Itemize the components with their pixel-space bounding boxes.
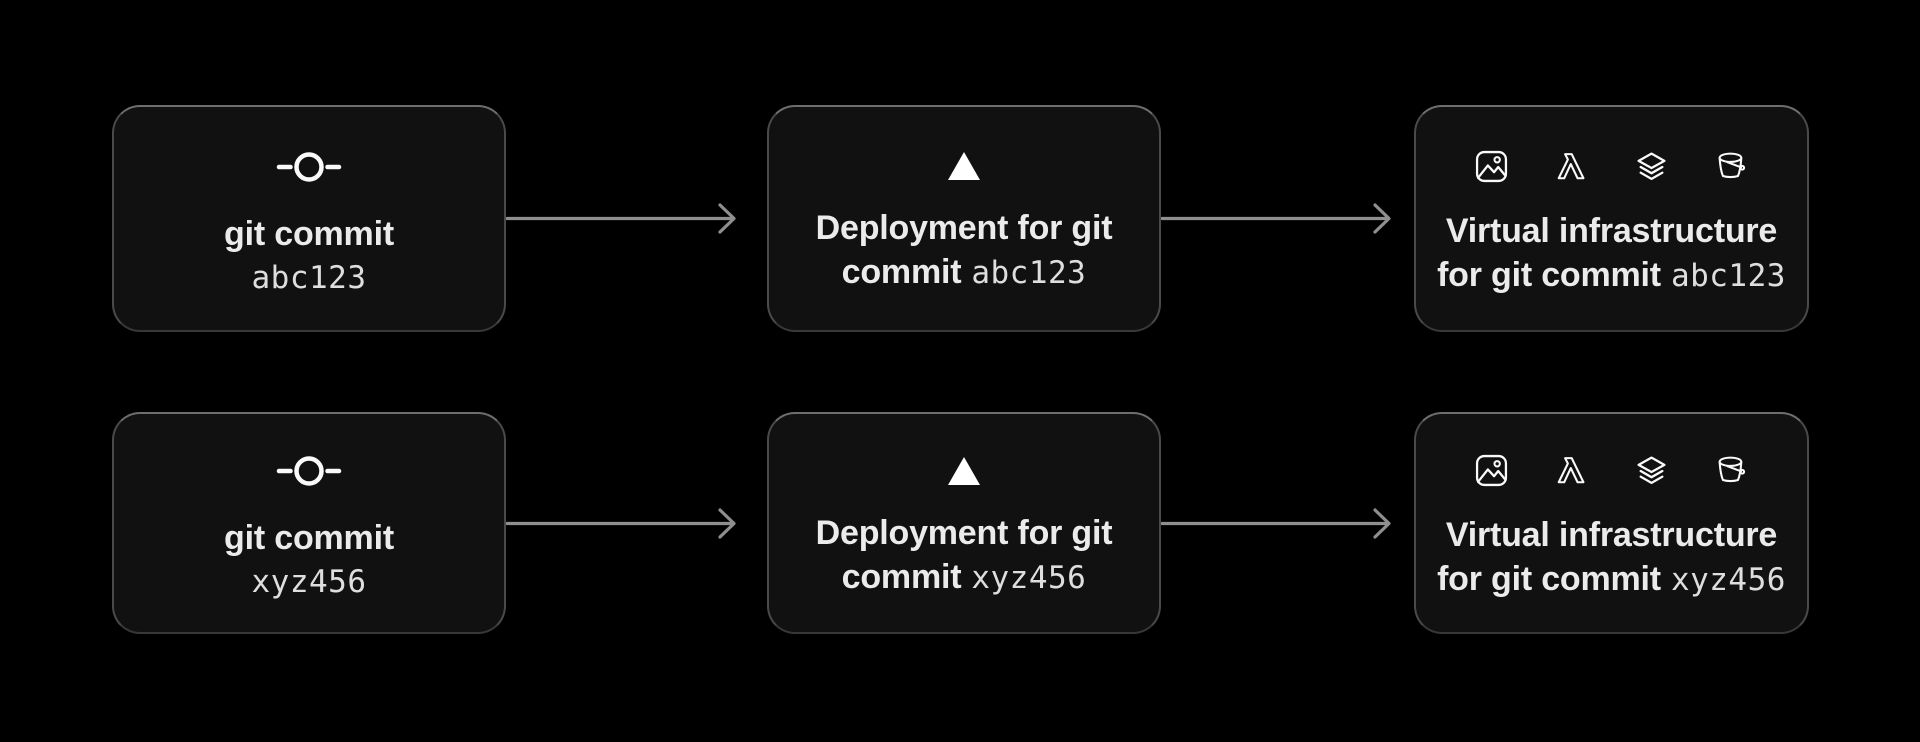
commit-node: git commit abc123 bbox=[112, 105, 506, 332]
infrastructure-title-line2: for git commit bbox=[1437, 560, 1661, 598]
infrastructure-node: Virtual infrastructure for git commit ab… bbox=[1414, 105, 1809, 332]
deployment-node-label: Deployment for git commit xyz456 bbox=[816, 511, 1113, 600]
deployment-title-line2: commit bbox=[841, 253, 962, 291]
deployment-hash: xyz456 bbox=[971, 559, 1087, 596]
vercel-triangle-icon bbox=[948, 152, 980, 180]
deployment-node-icons bbox=[948, 152, 980, 180]
flow-arrow bbox=[1161, 203, 1391, 234]
flow-arrow bbox=[506, 203, 736, 234]
deployment-title-line1: Deployment for git bbox=[815, 209, 1113, 247]
bucket-icon bbox=[1718, 456, 1746, 483]
deployment-node: Deployment for git commit abc123 bbox=[767, 105, 1161, 332]
layers-icon bbox=[1637, 456, 1666, 485]
image-icon bbox=[1475, 150, 1508, 182]
git-commit-icon bbox=[276, 456, 342, 486]
infrastructure-node-label: Virtual infrastructure for git commit ab… bbox=[1437, 209, 1786, 298]
deployment-node-icons bbox=[948, 456, 980, 485]
infrastructure-node: Virtual infrastructure for git commit xy… bbox=[1414, 412, 1809, 634]
infrastructure-title-line1: Virtual infrastructure bbox=[1445, 211, 1778, 250]
vercel-triangle-icon bbox=[948, 456, 980, 485]
lambda-icon bbox=[1557, 152, 1585, 179]
commit-node-icons bbox=[276, 148, 342, 186]
image-icon bbox=[1475, 454, 1508, 487]
infrastructure-node-label: Virtual infrastructure for git commit xy… bbox=[1437, 513, 1786, 602]
commit-title: git commit bbox=[224, 519, 394, 557]
layers-icon bbox=[1637, 151, 1666, 180]
flow-arrow bbox=[506, 508, 736, 539]
deployment-node-label: Deployment for git commit abc123 bbox=[816, 206, 1113, 295]
infrastructure-hash: abc123 bbox=[1670, 257, 1786, 294]
deployment-title-line2: commit bbox=[841, 557, 962, 596]
deployment-node: Deployment for git commit xyz456 bbox=[767, 412, 1161, 634]
infrastructure-node-icons bbox=[1475, 454, 1748, 487]
git-commit-icon bbox=[276, 151, 342, 182]
infrastructure-node-icons bbox=[1475, 150, 1748, 183]
commit-node-icons bbox=[276, 452, 342, 490]
flow-arrow bbox=[1161, 508, 1391, 539]
commit-hash: abc123 bbox=[251, 259, 367, 296]
commit-node-label: git commit xyz456 bbox=[224, 516, 394, 604]
infrastructure-hash: xyz456 bbox=[1670, 562, 1786, 598]
deployment-title-line1: Deployment for git bbox=[815, 513, 1113, 552]
commit-hash: xyz456 bbox=[251, 564, 367, 600]
commit-node: git commit xyz456 bbox=[112, 412, 506, 634]
commit-title: git commit bbox=[224, 214, 394, 253]
infrastructure-title-line2: for git commit bbox=[1437, 255, 1661, 294]
deployment-hash: abc123 bbox=[971, 255, 1087, 291]
commit-node-label: git commit abc123 bbox=[224, 212, 394, 300]
bucket-icon bbox=[1718, 152, 1746, 178]
lambda-icon bbox=[1557, 457, 1585, 484]
infrastructure-title-line1: Virtual infrastructure bbox=[1445, 516, 1778, 554]
